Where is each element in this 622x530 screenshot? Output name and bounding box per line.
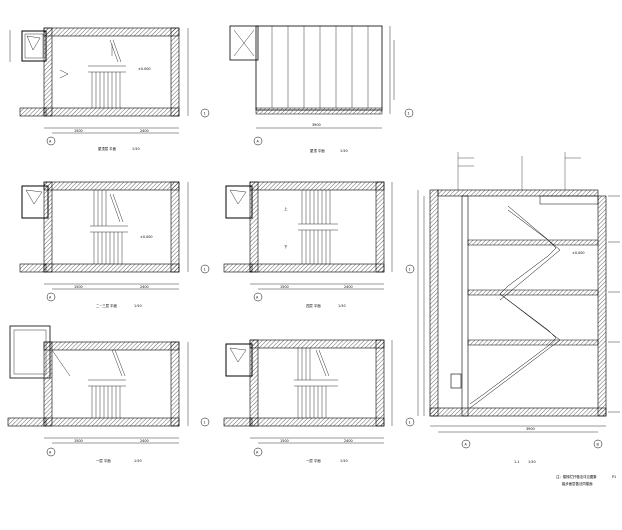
- plan-view-middle-center: A 1 1500 2400 上 下 四层 平面 1:50: [223, 181, 415, 308]
- axis-label: A: [465, 443, 468, 447]
- dim-text: 1500: [280, 285, 289, 289]
- down-label: 下: [284, 245, 288, 249]
- dim-text: 3900: [312, 123, 321, 127]
- axis-label: A: [49, 296, 52, 300]
- view-title: 屋顶 平面: [310, 148, 325, 153]
- axis-label: 1: [409, 421, 411, 425]
- axis-label: 1: [408, 112, 410, 116]
- view-title: 四层 平面: [306, 303, 321, 308]
- axis-label: 1: [204, 112, 206, 116]
- level-text: ±0.000: [138, 67, 151, 71]
- dim-text: 1500: [280, 439, 289, 443]
- axis-label: A: [256, 451, 259, 455]
- axis-label: A: [256, 296, 259, 300]
- axis-label: A: [49, 451, 52, 455]
- view-title: 一层 平面: [96, 458, 111, 463]
- dim-text: 2400: [344, 285, 353, 289]
- dim-text: 2400: [140, 129, 149, 133]
- axis-label: A: [257, 140, 260, 144]
- up-label: 上: [284, 206, 288, 211]
- sheet-number: P1: [612, 475, 616, 479]
- dim-text: 1500: [74, 439, 83, 443]
- view-scale: 1:50: [132, 147, 140, 151]
- plan-view-bottom-center: A 1 1500 2400 一层 平面 1:50: [223, 339, 415, 463]
- dim-text: 2400: [344, 439, 353, 443]
- plan-view-roof: A 1 3900 屋顶 平面 1:50: [229, 25, 414, 153]
- axis-label: 1: [204, 421, 206, 425]
- view-scale: 1:50: [528, 460, 536, 464]
- view-title: 二~三层 平面: [96, 303, 117, 308]
- dim-text: 2400: [140, 285, 149, 289]
- view-scale: 1:50: [340, 459, 348, 463]
- view-title: 一层 平面: [306, 458, 321, 463]
- view-title: 屋顶层 平面: [98, 146, 117, 151]
- axis-label: A: [49, 140, 52, 144]
- axis-label: B: [597, 443, 600, 447]
- dim-text: 2400: [140, 439, 149, 443]
- dim-text: 1500: [74, 285, 83, 289]
- view-scale: 1:50: [340, 149, 348, 153]
- view-scale: 1:50: [338, 304, 346, 308]
- view-scale: 1:50: [134, 304, 142, 308]
- plan-view-middle-left: A 1 1500 2400 ±0.000 二~三层 平面 1:50: [19, 181, 210, 308]
- note-text: 踏步面层做法同楼面: [562, 481, 593, 486]
- dim-text: 3900: [526, 427, 535, 431]
- note-text: 注：楼梯栏杆做法详见图集: [556, 474, 597, 479]
- axis-label: 1: [409, 268, 411, 272]
- view-scale: 1:50: [134, 459, 142, 463]
- section-view-1-1: A B 3900 ±0.000 1-1 1:50 注：楼梯栏杆做法详见图集 踏步…: [417, 152, 620, 486]
- plan-view-bottom-left: A 1 1500 2400 一层 平面 1:50: [7, 325, 210, 463]
- view-title: 1-1: [514, 460, 520, 464]
- level-text: ±0.000: [572, 251, 585, 255]
- plan-view-top-left: A 1 1500 2400 ±0.000 屋顶层 平面 1:50: [9, 27, 210, 151]
- axis-label: 1: [204, 268, 206, 272]
- dim-text: 1500: [74, 129, 83, 133]
- level-text: ±0.000: [140, 235, 153, 239]
